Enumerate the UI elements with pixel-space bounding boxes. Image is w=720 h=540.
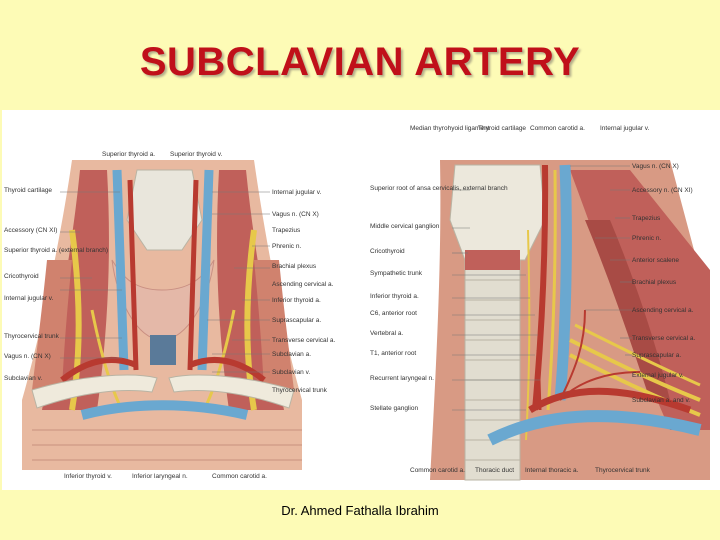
label-internal-jugular-left: Internal jugular v. [4, 295, 54, 302]
label-thyroid-cartilage-right-fig: Thyroid cartilage [478, 125, 526, 132]
label-common-carotid-bottom: Common carotid a. [410, 467, 465, 474]
label-inferior-thyroid-right-fig: Inferior thyroid a. [370, 293, 419, 300]
label-thoracic-duct: Thoracic duct [475, 467, 514, 474]
label-stellate-ganglion: Stellate ganglion [370, 405, 418, 412]
label-phrenic-left-fig: Phrenic n. [272, 243, 301, 250]
label-suprascapular-left-fig: Suprascapular a. [272, 317, 321, 324]
label-internal-thoracic: Internal thoracic a. [525, 467, 579, 474]
label-superior-root-ansa: Superior root of ansa cervicalis, extern… [370, 185, 508, 192]
label-suprascapular-right-fig: Suprascapular a. [632, 352, 681, 359]
label-inferior-laryngeal-n: Inferior laryngeal n. [132, 473, 188, 480]
label-superior-thyroid-external: Superior thyroid a. (external branch) [4, 247, 108, 254]
label-thyrocervical-right: Thyrocervical trunk [272, 387, 328, 394]
label-accessory-cn-xi: Accessory (CN XI) [4, 227, 57, 234]
label-middle-cervical-ganglion: Middle cervical ganglion [370, 223, 440, 230]
label-common-carotid-top: Common carotid a. [530, 125, 585, 132]
label-transverse-cervical-right-fig: Transverse cervical a. [632, 335, 696, 342]
label-thyrocervical-bottom: Thyrocervical trunk [595, 467, 651, 474]
anatomy-illustration: Superior thyroid a. Superior thyroid v. … [2, 110, 720, 490]
label-thyrocervical-left: Thyrocervical trunk [4, 333, 60, 340]
label-trapezius-left-fig: Trapezius [272, 227, 301, 234]
label-brachial-plexus-left-fig: Brachial plexus [272, 263, 317, 270]
label-accessory-right-fig: Accessory n. (CN XI) [632, 187, 693, 194]
label-vagus-right: Vagus n. (CN X) [272, 211, 319, 218]
label-inferior-thyroid-v: Inferior thyroid v. [64, 473, 112, 480]
label-cricothyroid-right-fig: Cricothyroid [370, 248, 405, 255]
label-sympathetic-trunk: Sympathetic trunk [370, 270, 423, 277]
anterior-neck-dissection-image: Superior thyroid a. Superior thyroid v. … [2, 110, 364, 490]
label-cricothyroid: Cricothyroid [4, 273, 39, 280]
deep-neck-dissection-image: Median thyrohyoid ligament Thyroid carti… [370, 110, 720, 490]
label-transverse-cervical-left-fig: Transverse cervical a. [272, 337, 336, 344]
label-trapezius-right-fig: Trapezius [632, 215, 661, 222]
label-subclavian-a-left-fig: Subclavian a. [272, 351, 311, 358]
label-internal-jugular-right: Internal jugular v. [272, 189, 322, 196]
label-anterior-scalene: Anterior scalene [632, 257, 679, 264]
label-vertebral-a: Vertebral a. [370, 330, 403, 337]
label-inferior-thyroid-left-fig: Inferior thyroid a. [272, 297, 321, 304]
label-ascending-cervical-right-fig: Ascending cervical a. [632, 307, 694, 314]
author-caption: Dr. Ahmed Fathalla Ibrahim [281, 503, 439, 518]
label-vagus-left: Vagus n. (CN X) [4, 353, 51, 360]
label-subclavian-v-left: Subclavian v. [4, 375, 42, 382]
label-ascending-cervical-left-fig: Ascending cervical a. [272, 281, 334, 288]
label-vagus-right-fig: Vagus n. (CN X) [632, 163, 679, 170]
label-external-jugular: External jugular v. [632, 372, 684, 379]
label-thyroid-cartilage: Thyroid cartilage [4, 187, 52, 194]
label-phrenic-right-fig: Phrenic n. [632, 235, 661, 242]
label-common-carotid-left-fig: Common carotid a. [212, 473, 267, 480]
label-superior-thyroid-a: Superior thyroid a. [102, 151, 155, 158]
slide-title: SUBCLAVIAN ARTERY [139, 40, 581, 84]
label-recurrent-laryngeal: Recurrent laryngeal n. [370, 375, 434, 382]
label-internal-jugular-top: Internal jugular v. [600, 125, 650, 132]
label-subclavian-a-and-v: Subclavian a. and v. [632, 397, 690, 404]
label-superior-thyroid-v: Superior thyroid v. [170, 151, 222, 158]
label-median-thyrohyoid: Median thyrohyoid ligament [410, 125, 490, 132]
label-subclavian-v-right: Subclavian v. [272, 369, 310, 376]
label-brachial-plexus-right-fig: Brachial plexus [632, 279, 677, 286]
label-t1-anterior-root: T1, anterior root [370, 350, 416, 357]
label-c6-anterior-root: C6, anterior root [370, 310, 417, 317]
